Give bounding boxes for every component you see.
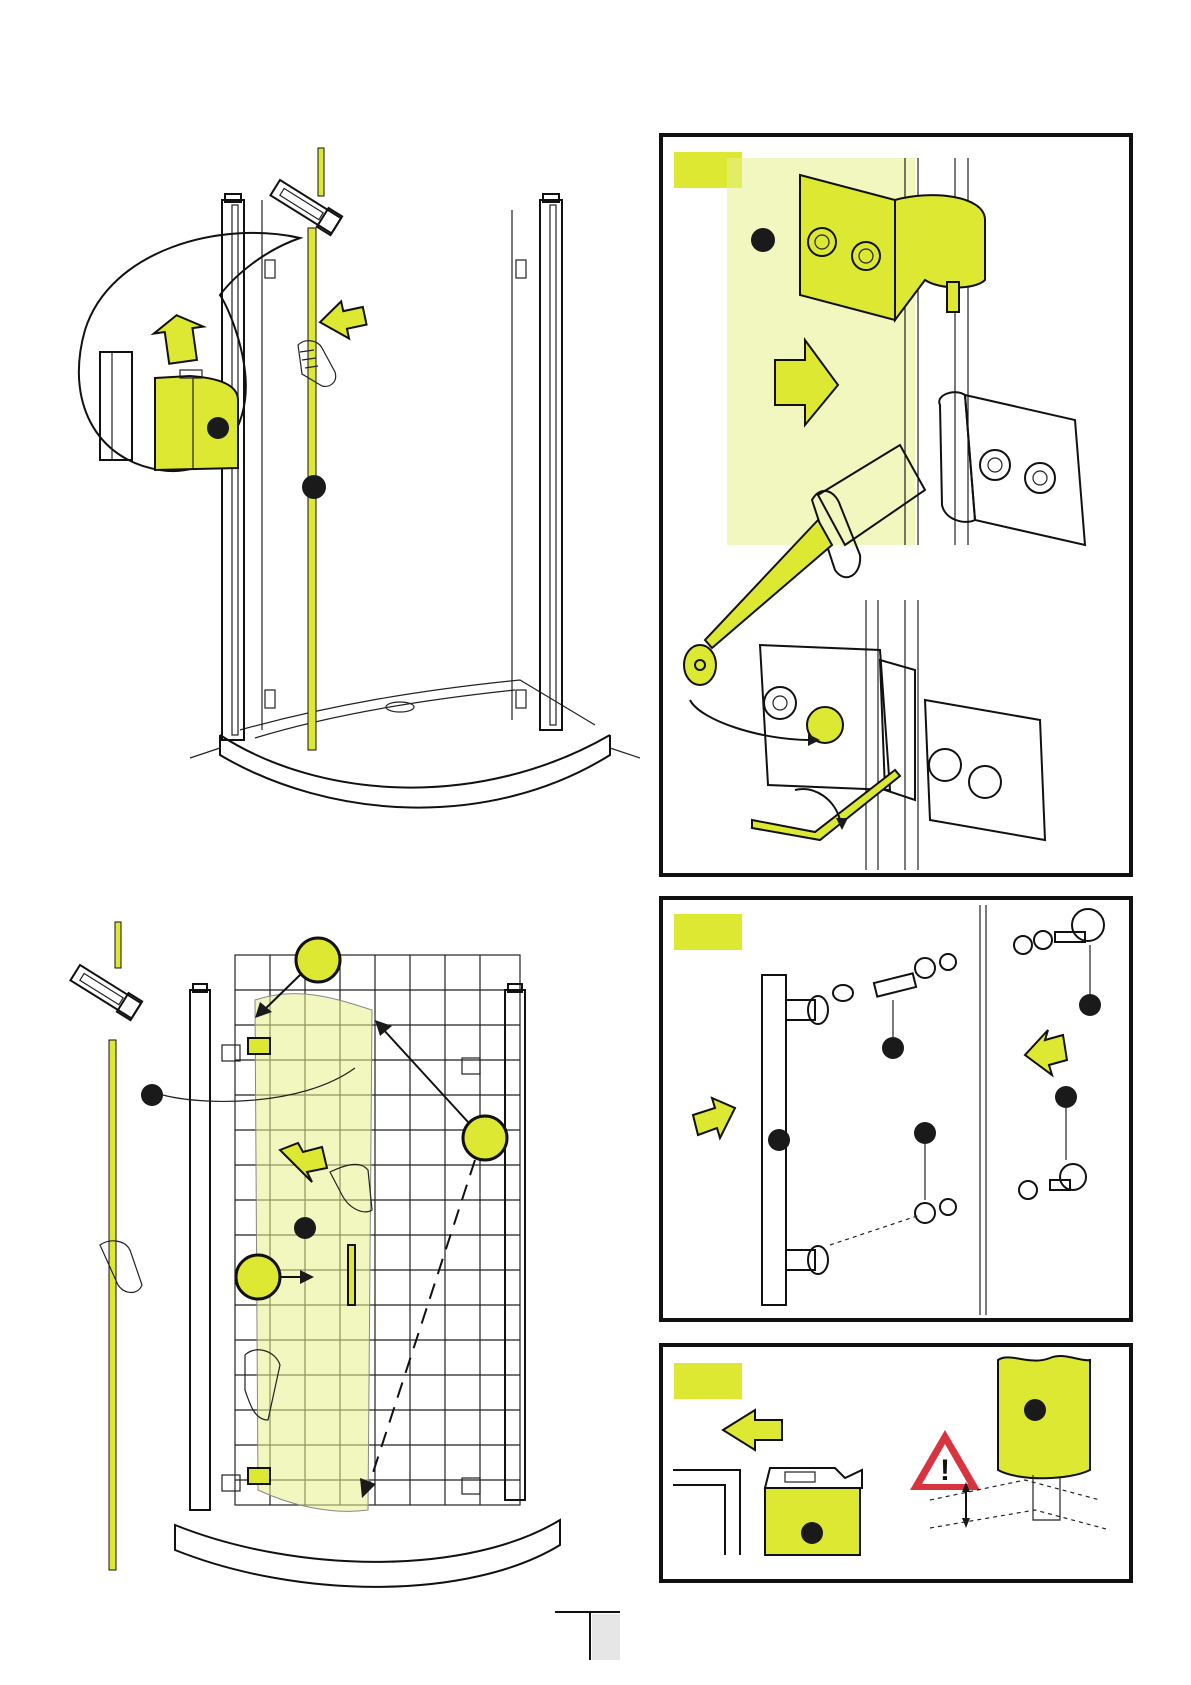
hand-icon	[298, 341, 336, 387]
magnified-detail-bubble	[79, 233, 300, 471]
door-installation-step	[69, 922, 560, 1587]
lower-hinge	[248, 1468, 270, 1484]
callout-circle	[236, 1255, 280, 1299]
shower-tray	[190, 680, 640, 808]
warning-symbol: !	[940, 1454, 950, 1487]
block-arrow-icon	[152, 312, 208, 366]
page-number-tab	[555, 1612, 620, 1660]
profile-mounting-step	[79, 148, 640, 808]
hinge-sealant-step	[661, 135, 1131, 875]
profile-check-step: !	[661, 1345, 1131, 1581]
right-wall-profile	[512, 194, 562, 730]
cutter-tool-icon	[269, 178, 342, 235]
callout-circle	[296, 938, 340, 982]
step-tab	[674, 914, 742, 950]
door-seal-strip-top	[318, 148, 324, 196]
seal-profile	[109, 1040, 116, 1570]
step-tab	[674, 1363, 742, 1399]
step-marker	[302, 475, 326, 499]
cutter-tool-icon	[69, 963, 142, 1020]
hand-icon	[100, 1241, 142, 1293]
door-handle	[348, 1245, 355, 1305]
upper-hinge	[248, 1038, 270, 1054]
block-arrow-icon	[317, 297, 369, 344]
callout-circle	[463, 1116, 507, 1160]
handle-assembly-step	[661, 898, 1131, 1320]
